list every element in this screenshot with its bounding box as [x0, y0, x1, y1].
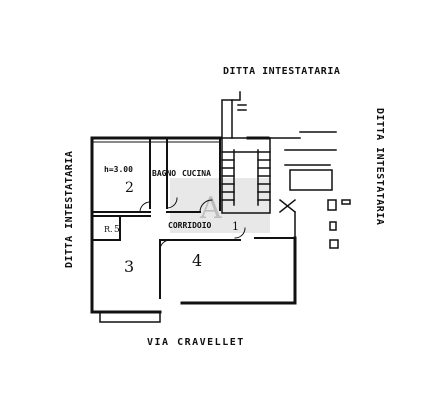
outer-walls [90, 136, 297, 314]
street-label: VIA CRAVELLET [147, 337, 245, 348]
doors [139, 197, 246, 251]
neighbor-right-label: DITTA INTESTATARIA [374, 108, 385, 225]
neighbor-top-label: DITTA INTESTATARIA [223, 66, 340, 77]
room-ripostiglio: R. [104, 225, 113, 234]
right-services [267, 131, 351, 249]
room-cucina: CUCINA [182, 169, 211, 178]
corridor-walls [91, 215, 296, 299]
top-protrusion [221, 91, 247, 139]
room-corridoio: CORRIDOIO [168, 221, 212, 230]
room-number-1: 1 [232, 220, 239, 233]
room-bagno: BAGNO [152, 169, 176, 178]
neighbor-left-label: DITTA INTESTATARIA [64, 151, 75, 268]
bottom-balcony [99, 311, 161, 323]
room-number-2: 2 [125, 180, 134, 196]
svg-text:A: A [199, 191, 222, 226]
room-number-4: 4 [192, 251, 202, 270]
room-height-note: h=3.00 [104, 165, 133, 174]
room-number-5: 5 [114, 225, 120, 235]
room-number-3: 3 [124, 257, 134, 276]
stair [221, 137, 271, 214]
